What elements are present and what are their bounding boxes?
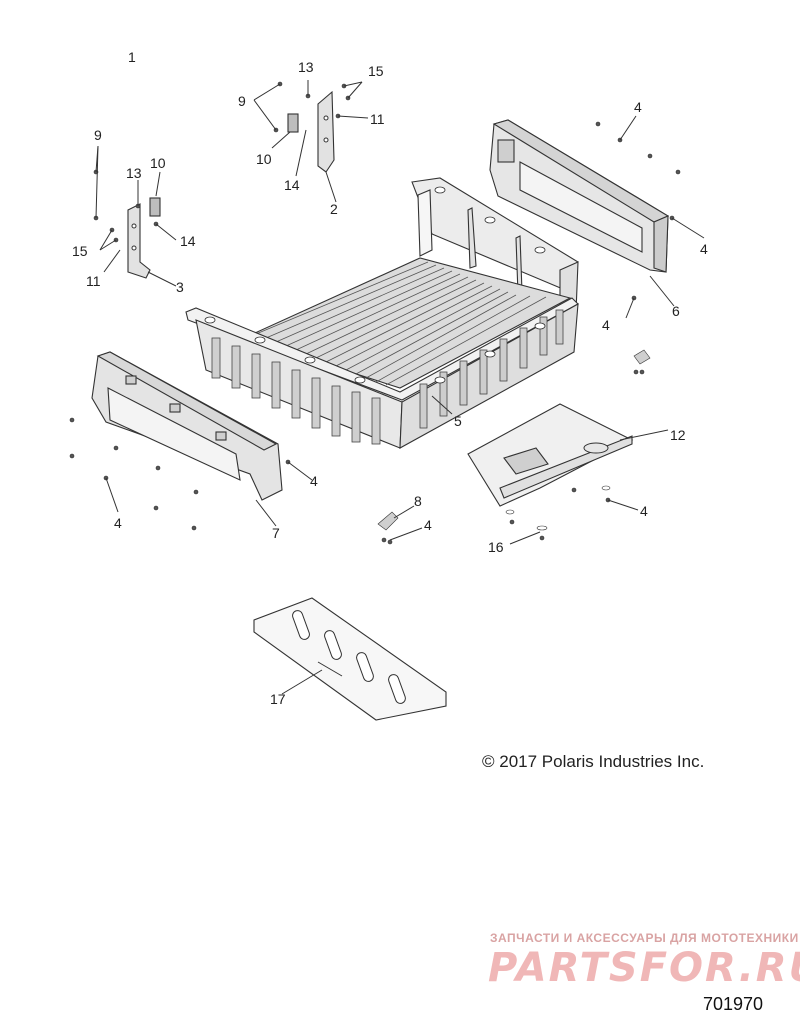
bracket-part-2 — [287, 90, 335, 173]
callout-7: 7 — [272, 525, 280, 541]
callout-4-f: 4 — [424, 517, 432, 533]
callout-1: 1 — [128, 49, 136, 65]
copyright-notice: © 2017 Polaris Industries Inc. — [482, 752, 705, 771]
callout-4-a: 4 — [634, 99, 642, 115]
callout-15-left: 15 — [72, 243, 88, 259]
watermark-subtitle: ЗАПЧАСТИ И АКСЕССУАРЫ ДЛЯ МОТОТЕХНИКИ — [490, 931, 799, 945]
callout-4-g: 4 — [640, 503, 648, 519]
mat-part-17 — [253, 597, 447, 721]
diagram-id: 701970 — [703, 994, 764, 1014]
callout-labels: 1 9 13 15 11 10 14 2 9 10 13 14 15 11 3 … — [72, 49, 708, 707]
tailgate-part-7 — [91, 351, 283, 501]
callout-16: 16 — [488, 539, 504, 555]
bracket-part-3 — [127, 197, 161, 279]
callout-13-left: 13 — [126, 165, 142, 181]
callout-11-top: 11 — [370, 111, 385, 127]
watermark-logo: PARTSFOR.RU — [488, 945, 800, 991]
callout-6: 6 — [672, 303, 680, 319]
callout-8: 8 — [414, 493, 422, 509]
callout-4-e: 4 — [114, 515, 122, 531]
callout-3: 3 — [176, 279, 184, 295]
callout-4-d: 4 — [310, 473, 318, 489]
callout-11-left: 11 — [86, 273, 101, 289]
callout-13-top: 13 — [298, 59, 314, 75]
front-panel-part-6 — [489, 119, 670, 273]
callout-12: 12 — [670, 427, 686, 443]
callout-14-top: 14 — [284, 177, 300, 193]
callout-10-left: 10 — [150, 155, 166, 171]
callout-5: 5 — [454, 413, 462, 429]
leader-lines — [95, 80, 705, 695]
callout-9-left: 9 — [94, 127, 102, 143]
skid-plate-part-12 — [467, 403, 634, 507]
callout-17: 17 — [270, 691, 286, 707]
callout-9-top: 9 — [238, 93, 246, 109]
callout-14-left: 14 — [180, 233, 196, 249]
callout-4-c: 4 — [602, 317, 610, 333]
callout-15-top: 15 — [368, 63, 384, 79]
callout-2: 2 — [330, 201, 338, 217]
cargo-box-part-5 — [185, 177, 579, 449]
callout-10-top: 10 — [256, 151, 272, 167]
callout-4-b: 4 — [700, 241, 708, 257]
